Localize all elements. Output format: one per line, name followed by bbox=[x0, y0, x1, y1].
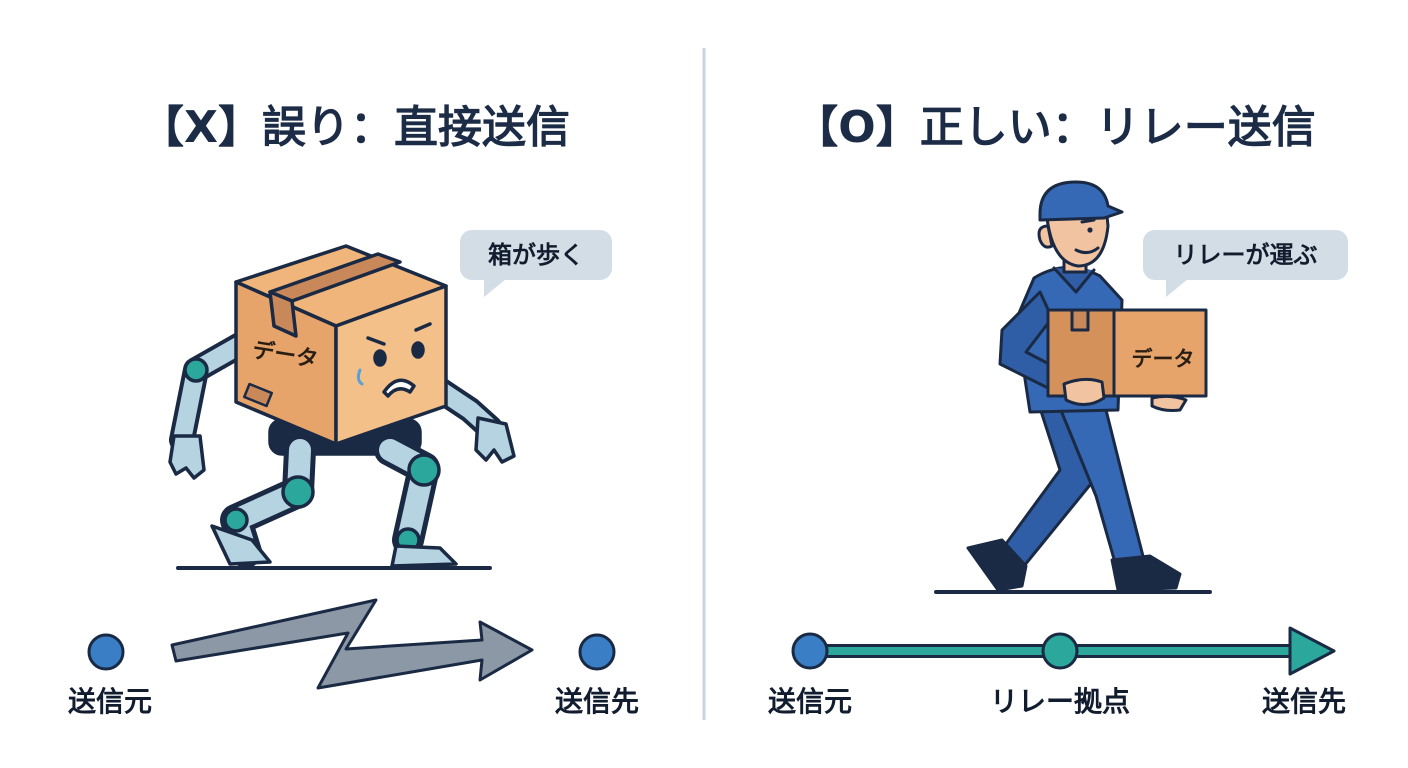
robot-foot-left bbox=[210, 524, 272, 566]
left-speech-bubble-tail bbox=[484, 279, 506, 297]
worker-ear bbox=[1037, 224, 1054, 249]
right-speech-bubble: リレーが運ぶ bbox=[1143, 230, 1348, 280]
carried-box-tape bbox=[1070, 308, 1090, 332]
left-panel-title: 【X】誤り：直接送信 bbox=[140, 102, 570, 153]
left-destination-node bbox=[578, 633, 616, 671]
worker-hand-front bbox=[1062, 377, 1106, 406]
left-destination-label: 送信先 bbox=[554, 685, 639, 718]
delivery-worker bbox=[934, 180, 1212, 594]
box-sticker bbox=[243, 382, 273, 408]
worker-cap bbox=[1038, 180, 1124, 222]
worker-hand-back bbox=[1150, 394, 1188, 412]
robot-foot-right bbox=[390, 544, 458, 568]
worker-shoe-back bbox=[966, 538, 1028, 592]
right-speech-bubble-tail bbox=[1166, 279, 1188, 297]
right-source-label: 送信元 bbox=[767, 685, 852, 718]
relay-point-label: リレー拠点 bbox=[989, 685, 1130, 718]
left-source-label: 送信元 bbox=[67, 685, 152, 718]
left-source-node bbox=[87, 633, 125, 671]
relay-node bbox=[1041, 632, 1079, 670]
right-box-label: データ bbox=[1131, 347, 1195, 371]
relay-arrowhead bbox=[1288, 626, 1336, 676]
robot-knee-left bbox=[281, 475, 315, 509]
zigzag-arrow bbox=[170, 598, 534, 690]
right-destination-label: 送信先 bbox=[1261, 685, 1346, 718]
left-speech-bubble: 箱が歩く bbox=[460, 230, 612, 280]
robot-knee-right bbox=[407, 453, 441, 487]
right-panel-title: 【O】正しい：リレー送信 bbox=[794, 102, 1316, 153]
robot-shoulder-joint bbox=[183, 357, 209, 383]
robot-ankle-left bbox=[223, 507, 249, 533]
right-source-node bbox=[791, 632, 829, 670]
robot-hand-right bbox=[474, 416, 516, 464]
robot-hand-left bbox=[168, 434, 206, 480]
worker-shoe-front bbox=[1110, 554, 1182, 592]
walking-box-robot bbox=[168, 244, 516, 570]
worried-face bbox=[356, 322, 432, 398]
box-side-face bbox=[334, 284, 448, 446]
